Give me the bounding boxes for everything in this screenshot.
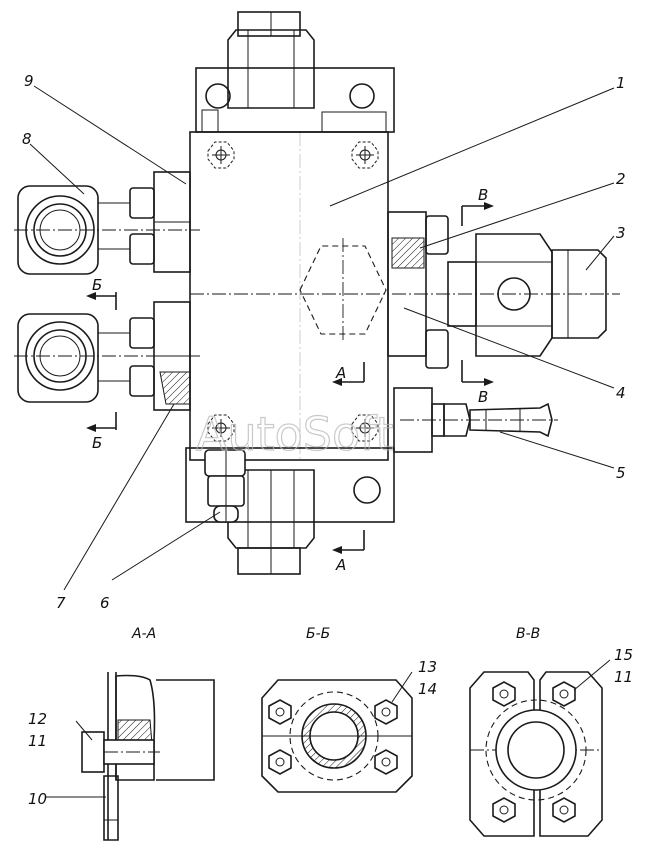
callout-6: 6 [100, 594, 110, 612]
section-v-v: В-В 15 11 [469, 626, 633, 837]
section-v-v-label-11: 11 [614, 668, 633, 686]
cutting-plane-v-top-label: В [478, 186, 488, 204]
callout-4: 4 [616, 384, 626, 402]
section-b-b-title: Б-Б [306, 626, 330, 642]
mounting-nut-top-left [207, 141, 235, 169]
fitting-6 [204, 449, 246, 523]
cutting-plane-v: В В [461, 186, 494, 406]
callout-7: 7 [56, 594, 66, 612]
hose-nipple-5 [393, 387, 558, 453]
section-v-v-label-15: 15 [614, 646, 633, 664]
callout-9: 9 [24, 72, 34, 90]
section-a-a-title: А-А [131, 626, 156, 642]
left-port-upper [14, 171, 200, 275]
bottom-flange [185, 447, 395, 575]
seal-2 [391, 237, 425, 269]
cutting-plane-a: А А [332, 362, 365, 574]
callout-3: 3 [616, 224, 626, 242]
leader-lines [29, 85, 615, 591]
section-b-b-label-13: 13 [418, 658, 437, 676]
cutting-plane-b-top-label: Б [92, 276, 102, 294]
section-a-a-label-11: 11 [28, 732, 47, 750]
callout-2: 2 [616, 170, 626, 188]
section-a-a-label-12: 12 [28, 710, 47, 728]
callout-5: 5 [616, 464, 626, 482]
cutting-plane-a-top-label: А [335, 364, 346, 382]
callout-8: 8 [22, 130, 32, 148]
section-v-v-title: В-В [516, 626, 540, 642]
left-port-lower [14, 301, 200, 411]
union-nut-3 [551, 249, 607, 339]
section-a-a: А-А 12 11 10 [28, 626, 215, 841]
top-flange [195, 67, 395, 133]
cutting-plane-b-bottom-label: Б [92, 434, 102, 452]
mounting-nut-top-right [351, 141, 379, 169]
section-b-b: Б-Б 13 14 [261, 626, 437, 793]
section-a-a-label-10: 10 [28, 790, 47, 808]
right-port [387, 211, 620, 369]
section-b-b-label-14: 14 [418, 680, 437, 698]
main-view: В В А А Б Б [14, 11, 626, 612]
watermark: AutoSoft [196, 407, 394, 461]
cutting-plane-v-bottom-label: В [478, 388, 488, 406]
callout-1: 1 [616, 74, 626, 92]
cutting-plane-b: Б Б [86, 276, 117, 452]
top-cap-nut [227, 11, 315, 109]
cutting-plane-a-bottom-label: А [335, 556, 346, 574]
